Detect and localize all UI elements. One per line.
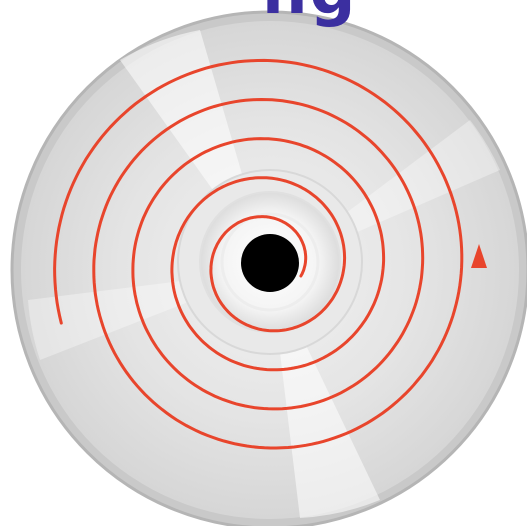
center-hole	[241, 234, 299, 292]
page-title-fragment: ng	[262, 0, 357, 24]
